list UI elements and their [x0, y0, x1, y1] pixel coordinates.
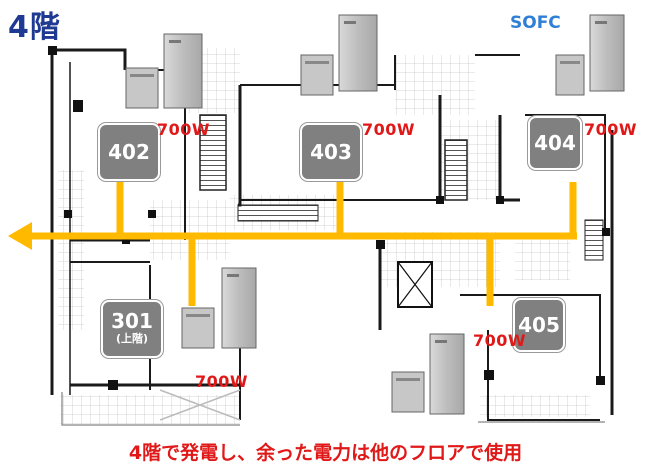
- watt-label-405: 700W: [473, 331, 527, 350]
- sofc-unit-small-slot: [396, 378, 420, 381]
- sofc-unit-small-slot: [130, 74, 154, 77]
- sofc-unit-tall: [221, 267, 257, 349]
- sofc-unit-tall: [163, 33, 203, 109]
- elevator-cross: [397, 261, 433, 308]
- sofc-unit-tall-slot: [227, 274, 239, 277]
- sofc-unit-tall: [429, 333, 465, 415]
- stair-core: [444, 139, 468, 201]
- wall-405: [460, 294, 601, 380]
- column-11: [596, 376, 605, 385]
- railing-sw: [61, 392, 240, 426]
- stair-corridor: [237, 204, 319, 222]
- sofc-unit-tall-slot: [169, 40, 181, 43]
- stairs: [199, 114, 604, 261]
- room-402-number: 402: [108, 140, 150, 164]
- column-8: [496, 196, 504, 204]
- caption: 4階で発電し、余った電力は他のフロアで使用: [128, 442, 523, 464]
- room-404-badge: 404: [530, 118, 580, 168]
- column-2: [73, 100, 83, 112]
- tile-balcony-se: [480, 395, 590, 417]
- power-flow-arrow-icon: [8, 222, 32, 250]
- sofc-unit-small-slot: [186, 314, 210, 317]
- sofc-unit-tall-slot: [435, 340, 447, 343]
- wall-404: [525, 114, 606, 230]
- tile-east: [515, 240, 570, 280]
- room-301-number: 301: [111, 309, 153, 333]
- watt-label-402: 700W: [157, 120, 211, 139]
- room-405-badge: 405: [515, 300, 563, 350]
- watt-label-403: 700W: [362, 120, 416, 139]
- sofc-unit-tall-slot: [595, 21, 607, 24]
- watt-label-404: 700W: [584, 120, 638, 139]
- column-12: [108, 380, 118, 390]
- floor-title: 4階: [8, 10, 61, 45]
- sofc-unit-icon: [300, 14, 378, 96]
- watt-label-301: 700W: [195, 372, 249, 391]
- sofc-unit-small-slot: [305, 61, 329, 64]
- sofc-unit-tall: [338, 14, 378, 92]
- column-7: [436, 196, 444, 204]
- sofc-unit-icon: [181, 267, 257, 349]
- room-403-number: 403: [310, 140, 352, 164]
- column-3: [122, 236, 130, 244]
- sofc-unit-icon: [555, 14, 625, 96]
- column-6: [376, 240, 385, 249]
- room-404-number: 404: [534, 131, 576, 155]
- sofc-unit-icon: [391, 333, 465, 415]
- balcony-railings: [61, 389, 605, 426]
- column-13: [64, 210, 72, 218]
- room-301-note: (上階): [115, 332, 149, 345]
- room-402-badge: 402: [100, 125, 158, 179]
- elevator: [397, 261, 433, 308]
- wall-core-east: [498, 115, 520, 202]
- sofc-unit-tall-slot: [344, 21, 356, 24]
- balcony-cross: [159, 389, 241, 421]
- power-flow-lines: [8, 182, 577, 306]
- tile-west: [58, 170, 84, 330]
- room-405-number: 405: [518, 313, 560, 337]
- column-10: [484, 370, 494, 380]
- walls: [50, 48, 614, 421]
- tile-balcony-sw: [60, 395, 240, 425]
- sofc-unit-tall: [589, 14, 625, 92]
- sofc-unit-icon: [125, 33, 203, 109]
- wall-nw: [52, 48, 127, 70]
- stair-east: [584, 219, 604, 261]
- column-4: [148, 210, 156, 218]
- column-9: [602, 228, 610, 236]
- sofc-label: SOFC: [510, 13, 561, 33]
- tiled-common-areas: [58, 48, 590, 425]
- wall-403-west: [238, 85, 242, 207]
- room-403-badge: 403: [302, 125, 360, 179]
- sofc-unit-small-slot: [560, 61, 580, 64]
- column-1: [48, 46, 57, 55]
- stair-west: [199, 114, 227, 191]
- tile-north-b: [395, 55, 475, 115]
- sofc-units: [125, 14, 625, 415]
- wall-405-balcony: [487, 330, 600, 421]
- room-301-badge: 301 (上階): [103, 302, 161, 356]
